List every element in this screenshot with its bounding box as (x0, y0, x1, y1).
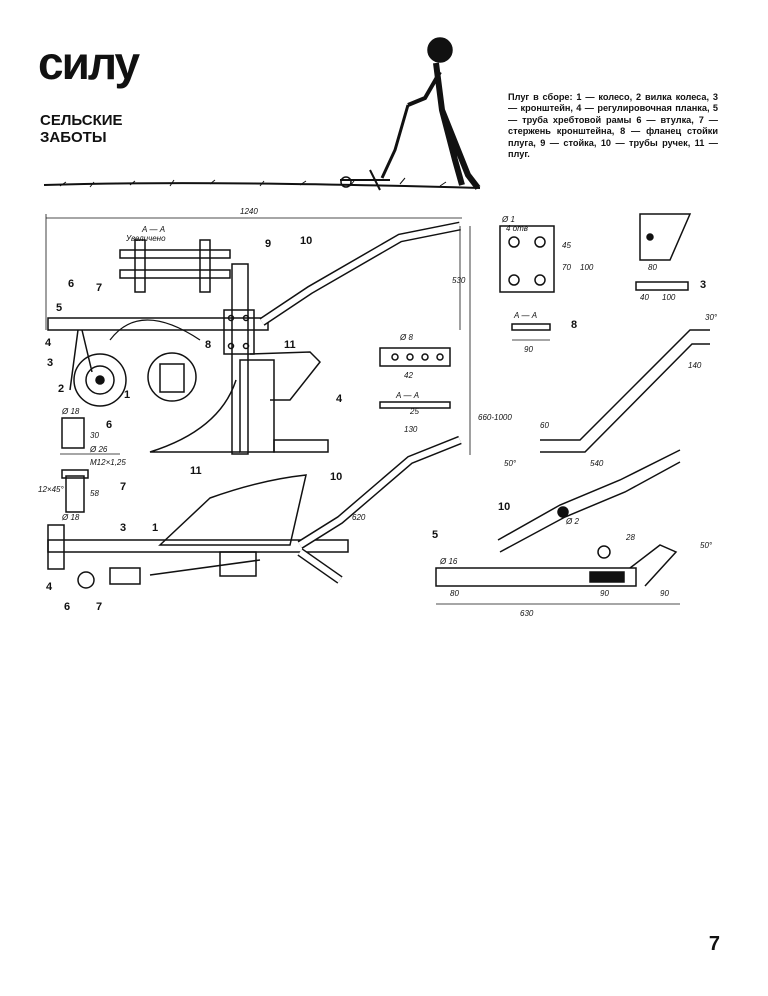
label-4: 4 (45, 337, 52, 349)
dim-a50: 50° (504, 459, 517, 468)
dim-80: 80 (648, 263, 657, 272)
detail-6-7 (60, 417, 120, 513)
detail-8-flange (499, 225, 555, 341)
label-10c: 10 (498, 501, 510, 513)
dim-d16: Ø 16 (439, 557, 458, 566)
label-10: 10 (300, 235, 312, 247)
dim-d18: Ø 18 (61, 407, 80, 416)
dim-42: 42 (404, 371, 413, 380)
dim-section-4: А — А (395, 391, 419, 400)
detail-10-handles (497, 329, 710, 553)
label-6: 6 (68, 278, 74, 290)
dim-handle-h: 530 (452, 276, 466, 285)
dim-d26: Ø 26 (89, 445, 108, 454)
detail-5-tube (435, 544, 680, 605)
dim-140: 140 (688, 361, 702, 370)
dim-h58: 58 (90, 489, 99, 498)
label-8b: 8 (571, 319, 577, 331)
label-2: 2 (58, 383, 64, 395)
ploughman-illustration (43, 37, 481, 191)
assembly-top-view (47, 435, 462, 589)
label-6b: 6 (106, 419, 112, 431)
dim-100b: 100 (662, 293, 676, 302)
dim-540: 540 (590, 459, 604, 468)
dim-28: 28 (625, 533, 635, 542)
dim-handle-len: 620 (352, 513, 366, 522)
dim-overall: 1240 (240, 207, 258, 216)
section-label: А — А (141, 225, 165, 234)
label-1: 1 (124, 389, 130, 401)
label-10b: 10 (330, 471, 342, 483)
detail-3-bracket (635, 213, 692, 291)
dim-630: 630 (520, 609, 534, 618)
label-7: 7 (96, 282, 102, 294)
label-3c: 3 (120, 522, 126, 534)
dim-frame-h: 660-1000 (478, 413, 512, 422)
dim-d8: Ø 8 (399, 333, 413, 342)
dim-chamfer: 12×45° (38, 485, 64, 494)
enlarged-label: Увеличено (125, 234, 166, 243)
dim-130: 130 (404, 425, 418, 434)
label-6c: 6 (64, 601, 70, 613)
figure-caption: Плуг в сборе: 1 — колесо, 2 вилка колеса… (508, 92, 718, 160)
dim-90c: 90 (660, 589, 669, 598)
label-5b: 5 (432, 529, 438, 541)
detail-4-plate (379, 347, 451, 409)
dim-a50b: 50° (700, 541, 713, 550)
label-7b: 7 (120, 481, 126, 493)
label-4c: 4 (46, 581, 53, 593)
label-4b: 4 (336, 393, 343, 405)
dim-d1: Ø 1 (501, 215, 515, 224)
dim-60: 60 (540, 421, 549, 430)
dim-45: 45 (562, 241, 571, 250)
label-1b: 1 (152, 522, 158, 534)
label-8: 8 (205, 339, 211, 351)
dim-100: 100 (580, 263, 594, 272)
dim-d2: Ø 2 (565, 517, 579, 526)
label-7c: 7 (96, 601, 102, 613)
dim-a30: 30° (705, 313, 718, 322)
dim-section-8: А — А (513, 311, 537, 320)
label-11b: 11 (190, 465, 202, 477)
page-title: силу (38, 37, 140, 89)
label-3: 3 (47, 357, 53, 369)
dim-70: 70 (562, 263, 571, 272)
label-5: 5 (56, 302, 62, 314)
dim-25: 25 (409, 407, 419, 416)
dim-90b: 90 (600, 589, 609, 598)
assembly-side-view (45, 214, 471, 455)
label-9: 9 (265, 238, 271, 250)
dim-holes: 4 отв (506, 224, 528, 233)
dim-80b: 80 (450, 589, 459, 598)
label-3b: 3 (700, 279, 706, 291)
page-number: 7 (708, 933, 720, 955)
dim-90: 90 (524, 345, 533, 354)
section-heading: СЕЛЬСКИЕ ЗАБОТЫ (40, 112, 123, 146)
dim-thread: M12×1,25 (90, 458, 126, 467)
label-11: 11 (284, 339, 296, 351)
dim-h30: 30 (90, 431, 99, 440)
dim-40: 40 (640, 293, 649, 302)
dim-d18b: Ø 18 (61, 513, 80, 522)
